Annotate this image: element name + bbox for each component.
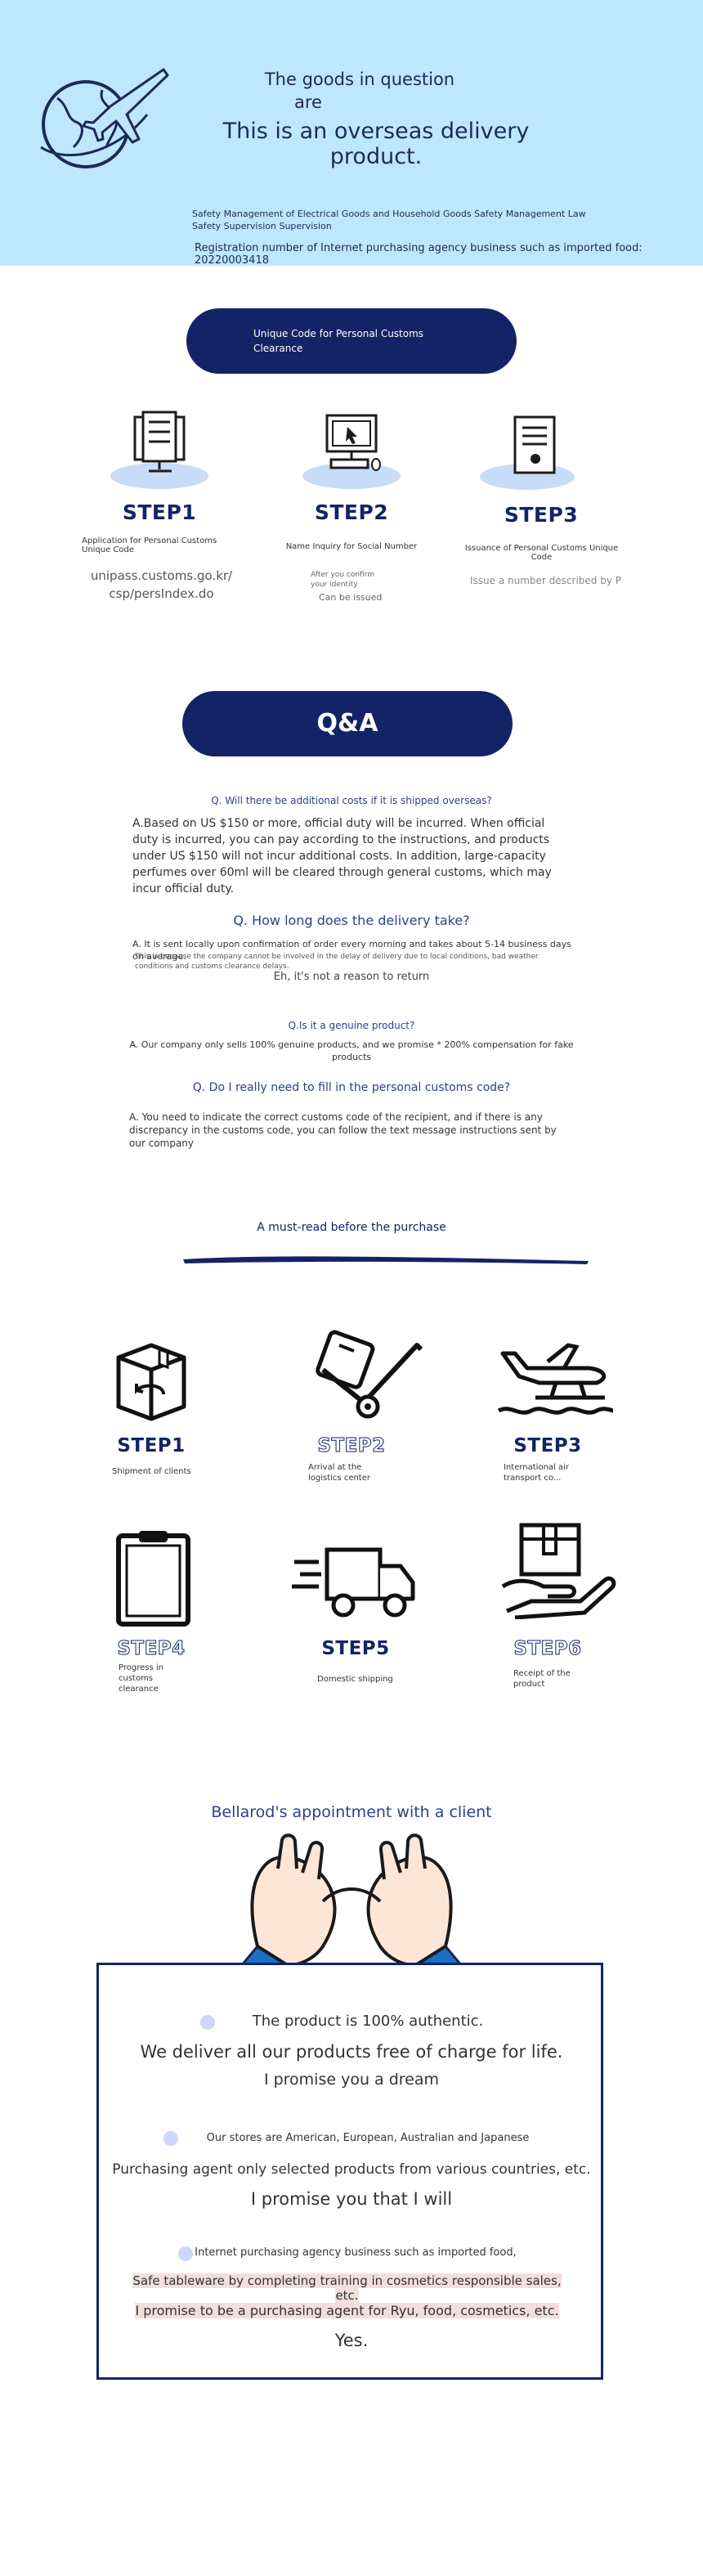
customs-portal-url[interactable]: unipass.customs.go.kr/ csp/persIndex.do: [90, 568, 233, 601]
flow-step5-desc: Domestic shipping: [317, 1675, 393, 1684]
flow-step6-desc: Receipt of the product: [513, 1669, 571, 1689]
promise-yes: Yes.: [334, 2331, 369, 2350]
hero-line2: are: [294, 92, 322, 112]
must-read-title: A must-read before the purchase: [257, 1221, 446, 1234]
promise-authentic: The product is 100% authentic.: [252, 2013, 484, 2030]
flow-step3-label: STEP3: [513, 1435, 582, 1456]
appointment-title: Bellarod's appointment with a client: [211, 1803, 492, 1821]
bullet-dot-3: [178, 2246, 193, 2261]
customs-code-label: Unique Code for Personal Customs Clearan…: [253, 328, 424, 354]
promise-import: Internet purchasing agency business such…: [195, 2246, 517, 2259]
law-line1: Safety Management of Electrical Goods an…: [192, 209, 586, 219]
qa-banner: Q&A: [182, 691, 513, 756]
flow-step1-desc: Shipment of clients: [112, 1467, 191, 1476]
flow-step1-label: STEP1: [117, 1435, 186, 1456]
customs-step3-note: Issue a number described by P: [470, 575, 621, 586]
customs-step3-desc: Issuance of Personal Customs Unique Code: [464, 544, 619, 562]
customs-step2-note2: Can be issued: [319, 592, 383, 603]
customs-step2-label: STEP2: [314, 500, 389, 524]
promise-free-delivery: We deliver all our products free of char…: [140, 2042, 563, 2062]
hero-line1: The goods in question: [264, 70, 455, 89]
promise-stores: Our stores are American, European, Austr…: [206, 2132, 530, 2144]
certificate-icon: [480, 415, 575, 490]
flow-step5-label: STEP5: [321, 1638, 390, 1659]
flow-step4-desc: Progress in customs clearance: [119, 1663, 163, 1694]
hand-truck-icon: [316, 1330, 423, 1419]
promise-agent: I promise to be a purchasing agent for R…: [135, 2303, 559, 2318]
flow-step2-desc: Arrival at the logistics center: [308, 1463, 370, 1483]
customs-step2-note: After you confirm your identity: [311, 571, 375, 589]
clipboard-icon: [116, 1531, 190, 1627]
bullet-dot-2: [163, 2131, 178, 2146]
promise-selected: Purchasing agent only selected products …: [112, 2161, 591, 2178]
seaplane-icon: [497, 1343, 614, 1415]
qa-answer-3: A. Our company only sells 100% genuine p…: [129, 1039, 574, 1062]
promise-tableware: Safe tableware by completing training in…: [132, 2273, 562, 2303]
hand-box-icon: [501, 1523, 616, 1619]
computer-icon: [302, 414, 401, 489]
flow-step6-label: STEP6: [513, 1638, 582, 1660]
box-return-icon: [116, 1343, 186, 1421]
qa-question-4: Q. Do I really need to fill in the perso…: [192, 1081, 511, 1094]
registration-number: Registration number of Internet purchasi…: [195, 242, 643, 267]
flow-step4-label: STEP4: [117, 1638, 186, 1660]
qa-question-3: Q.Is it a genuine product?: [288, 1020, 415, 1031]
bullet-dot-1: [200, 2015, 215, 2030]
customs-step3-label: STEP3: [504, 503, 579, 527]
flow-step3-desc: International air transport co...: [504, 1463, 570, 1483]
hero-headline: This is an overseas delivery product.: [222, 119, 530, 169]
customs-step2-desc: Name Inquiry for Social Number: [285, 542, 418, 551]
customs-step1-desc: Application for Personal Customs Unique …: [82, 536, 217, 554]
brush-stroke-divider: [183, 1256, 589, 1264]
qa-answer-1: A.Based on US $150 or more, official dut…: [132, 817, 552, 895]
globe-plane-icon: [40, 68, 169, 168]
qa-question-1: Q. Will there be additional costs if it …: [211, 795, 492, 806]
law-line2: Safety Supervision Supervision: [192, 221, 332, 231]
kiosk-icon: [110, 411, 208, 489]
customs-code-banner: Unique Code for Personal Customs Clearan…: [186, 308, 517, 374]
customs-step1-label: STEP1: [122, 500, 197, 524]
flow-step2-label: STEP2: [317, 1435, 386, 1457]
hero-banner: [0, 0, 703, 266]
qa-answer-4: A. You need to indicate the correct cust…: [129, 1111, 557, 1149]
qa-title: Q&A: [316, 709, 378, 738]
qa-answer-2-return: Eh, it's not a reason to return: [273, 971, 430, 983]
qa-answer-2: A. It is sent locally upon confirmation …: [132, 939, 571, 962]
promise-dream: I promise you a dream: [263, 2071, 440, 2089]
delivery-truck-icon: [292, 1547, 415, 1618]
qa-answer-2-note: This is because the company cannot be in…: [135, 953, 539, 971]
qa-question-2: Q. How long does the delivery take?: [233, 913, 470, 928]
promise-will: I promise you that I will: [250, 2189, 453, 2209]
